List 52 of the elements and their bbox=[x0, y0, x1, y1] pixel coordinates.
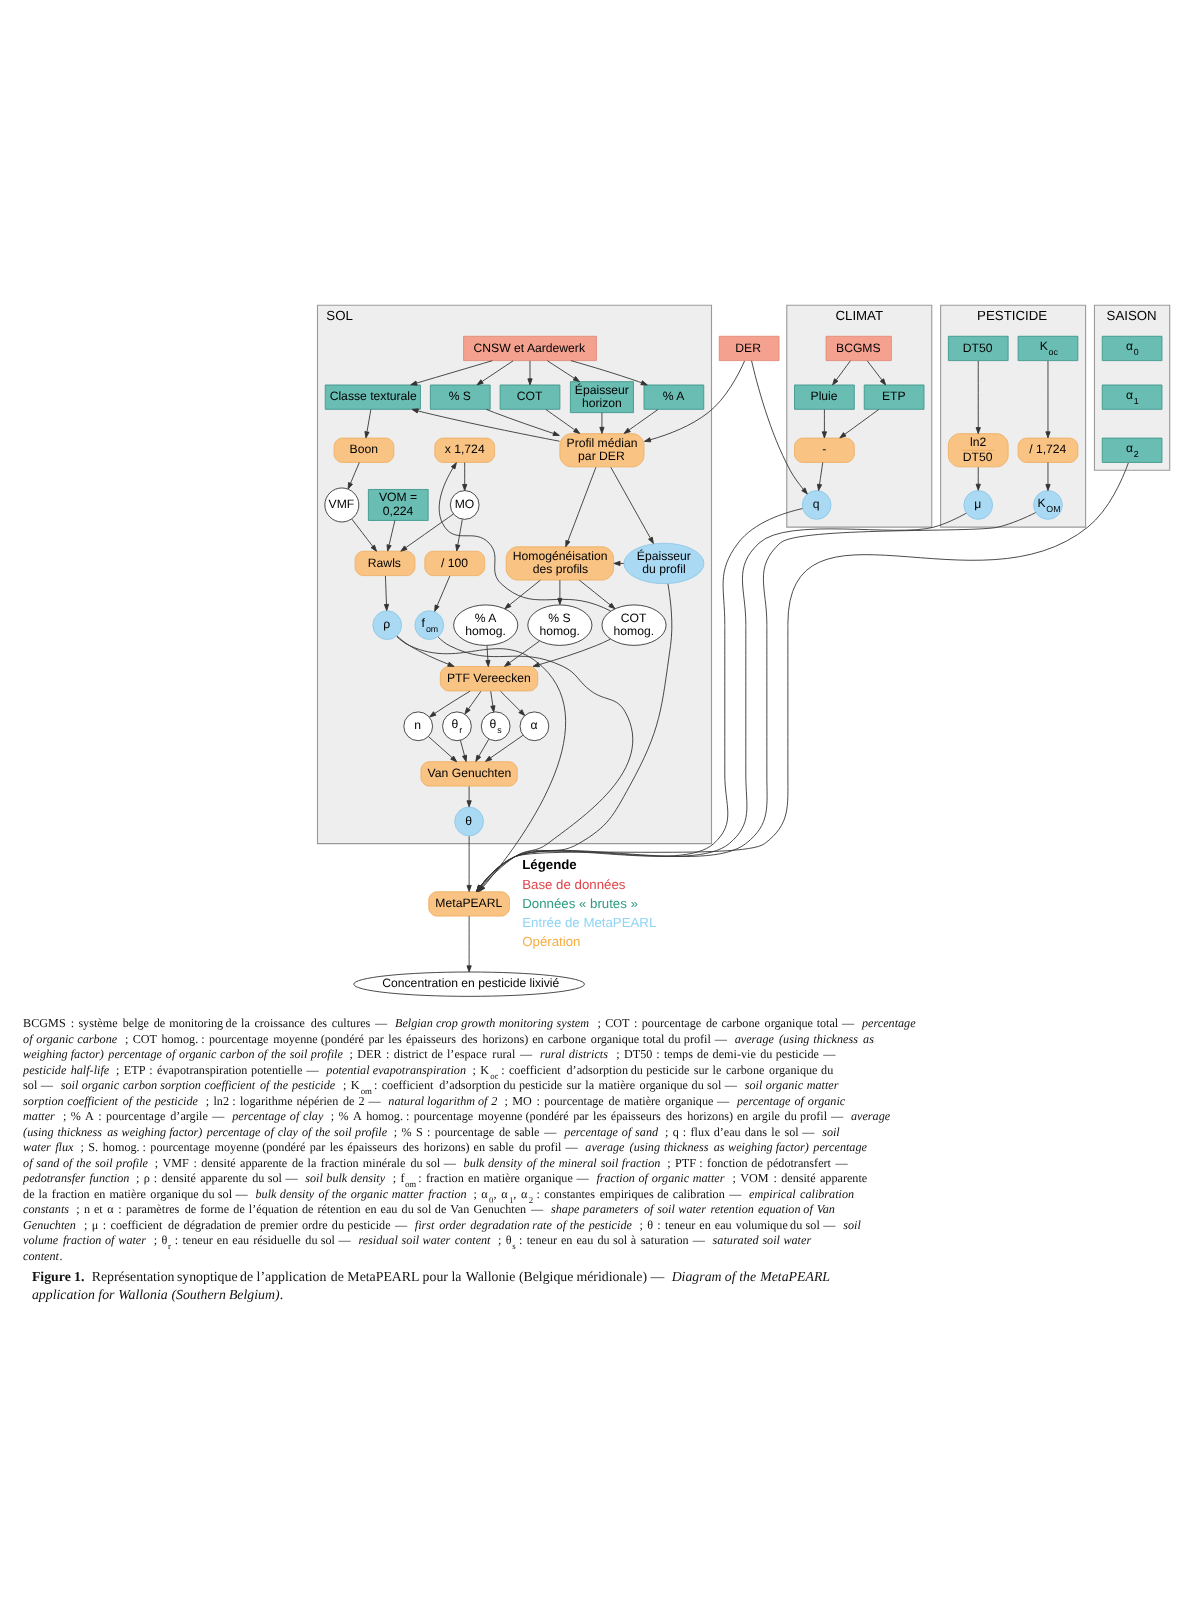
arrow bbox=[383, 575, 390, 611]
arrow bbox=[821, 409, 827, 439]
arrow bbox=[396, 635, 455, 667]
arrow bbox=[459, 739, 468, 762]
arrow bbox=[466, 786, 472, 808]
arrow bbox=[485, 645, 491, 667]
arrow bbox=[364, 409, 372, 439]
arrow bbox=[643, 360, 745, 443]
arrow bbox=[613, 560, 625, 566]
arrow bbox=[504, 579, 541, 610]
arrow bbox=[347, 462, 360, 490]
arrow bbox=[546, 360, 580, 382]
arrow bbox=[623, 409, 659, 434]
arrow bbox=[466, 835, 472, 892]
arrow bbox=[866, 360, 887, 386]
arrow bbox=[490, 690, 496, 713]
arrow bbox=[578, 579, 616, 610]
arrow bbox=[455, 518, 463, 552]
arrow bbox=[476, 360, 514, 386]
arrow bbox=[527, 360, 533, 386]
arrow bbox=[570, 360, 648, 386]
arrow bbox=[545, 409, 581, 434]
arrow bbox=[565, 466, 597, 548]
arrow bbox=[462, 462, 468, 491]
arrow bbox=[475, 738, 490, 762]
arrow bbox=[1045, 462, 1051, 491]
arrow bbox=[832, 360, 851, 386]
arrow bbox=[386, 520, 396, 552]
arrow bbox=[500, 690, 526, 716]
arrow bbox=[464, 690, 482, 715]
arrow bbox=[351, 518, 377, 552]
arrow bbox=[1045, 360, 1051, 439]
arrow bbox=[975, 466, 981, 491]
arrow bbox=[400, 513, 454, 552]
arrow bbox=[975, 360, 981, 435]
arrow bbox=[438, 462, 611, 612]
arrow bbox=[504, 640, 540, 667]
arrow bbox=[485, 734, 524, 762]
arrow bbox=[532, 638, 611, 668]
arrow bbox=[428, 736, 458, 763]
arrow bbox=[557, 579, 563, 605]
arrow bbox=[429, 690, 471, 718]
arrow bbox=[610, 466, 654, 544]
arrow bbox=[434, 575, 451, 612]
arrow bbox=[751, 360, 808, 495]
arrow bbox=[411, 408, 560, 442]
arrow bbox=[816, 462, 824, 491]
arrow bbox=[466, 915, 472, 973]
arrow bbox=[485, 409, 560, 436]
arrow bbox=[410, 360, 493, 386]
arrow bbox=[599, 412, 605, 434]
arrow bbox=[839, 409, 880, 439]
